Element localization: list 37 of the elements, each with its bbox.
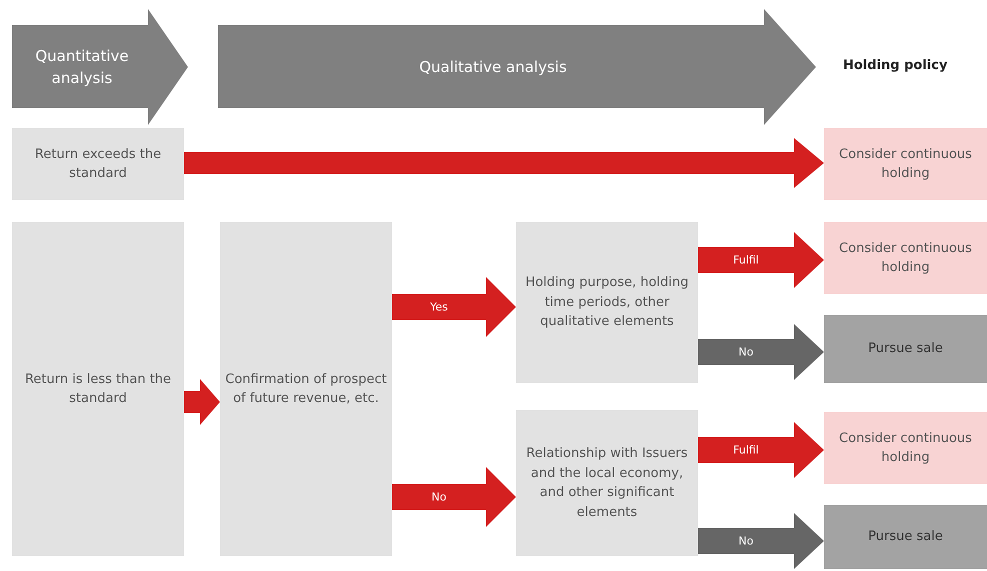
outcome-box: [824, 505, 987, 569]
node-text: Consider continuous holding: [838, 146, 973, 183]
outcome-box: [824, 222, 987, 294]
edge-label: Fulfil: [733, 254, 759, 266]
block-arrow: [184, 379, 220, 425]
process-box: [12, 128, 184, 200]
edge-label: No: [738, 346, 754, 358]
edge-label: Yes: [430, 300, 448, 314]
node-text: Return is less than the standard: [24, 370, 172, 408]
process-box: [516, 222, 698, 383]
process-box: [516, 410, 698, 556]
node-text: Qualitative analysis: [419, 56, 567, 78]
outcome-box: [824, 128, 987, 200]
node-text: Quantitative analysis: [34, 46, 130, 89]
block-arrow: [698, 232, 824, 288]
block-arrow: [698, 324, 824, 380]
process-box: [220, 222, 392, 556]
node-text: Consider continuous holding: [838, 430, 973, 467]
node-text: Return exceeds the standard: [34, 146, 162, 183]
edge-label: No: [432, 490, 446, 504]
column-heading: Holding policy: [843, 58, 948, 73]
node-text: Holding purpose, holding time periods, other qualitative elements: [524, 274, 690, 332]
outcome-box: [824, 315, 987, 383]
node-text: Pursue sale: [868, 528, 943, 546]
block-arrow: [392, 467, 516, 527]
edge-label: No: [738, 534, 754, 548]
node-text: Confirmation of prospect of future revenue, etc.: [224, 370, 388, 408]
node-text: Pursue sale: [868, 340, 943, 358]
block-arrow: [698, 513, 824, 569]
node-text: Relationship with Issuers and the local economy, and other significant elements: [525, 445, 689, 522]
block-arrow: [184, 138, 824, 188]
outcome-box: [824, 412, 987, 484]
block-arrow: [698, 422, 824, 478]
node-text: Consider continuous holding: [838, 240, 973, 277]
process-box: [12, 222, 184, 556]
edge-label: Fulfil: [733, 444, 759, 456]
block-arrow: [392, 277, 516, 337]
